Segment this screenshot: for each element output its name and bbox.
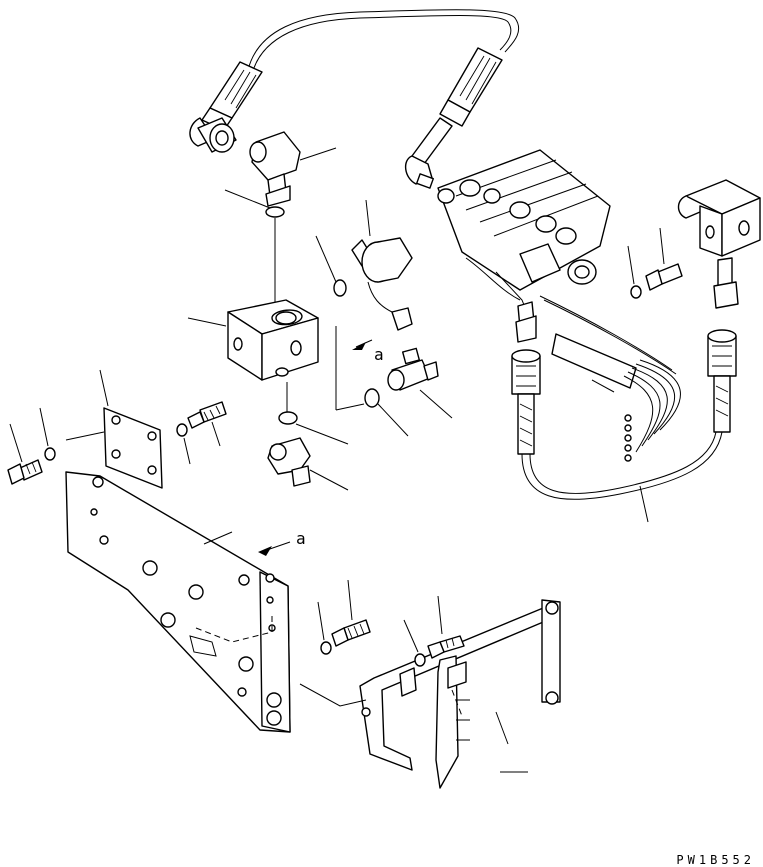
washer: [630, 285, 642, 299]
solenoid: [351, 237, 413, 331]
bolt: [645, 263, 683, 291]
mounting-plate-small: [103, 407, 163, 489]
bolt: [331, 619, 371, 647]
drawing-code: PW1B552: [676, 853, 755, 867]
valve-block: [227, 299, 319, 381]
bolt: [187, 401, 227, 429]
washer: [44, 447, 56, 461]
washer: [176, 423, 188, 437]
o-ring: [265, 206, 285, 218]
bolt: [427, 635, 465, 659]
lower-hose: [511, 329, 737, 500]
o-ring: [278, 411, 298, 425]
tee-fitting: [249, 131, 301, 207]
lower-bracket: [359, 599, 561, 789]
o-ring: [364, 388, 380, 408]
check-valve: [387, 347, 439, 391]
wiring-harness: [539, 295, 681, 462]
view-marker-label: a: [296, 529, 306, 548]
o-ring: [333, 279, 347, 297]
mounting-bracket-large: [65, 471, 291, 733]
view-marker-label: a: [374, 345, 384, 364]
washer: [414, 653, 426, 667]
washer: [320, 641, 332, 655]
elbow-fitting: [267, 437, 311, 487]
upper-hose: [189, 9, 520, 189]
bolt: [7, 459, 43, 485]
control-valve-bank: [437, 149, 611, 343]
junction-block: [677, 179, 761, 309]
